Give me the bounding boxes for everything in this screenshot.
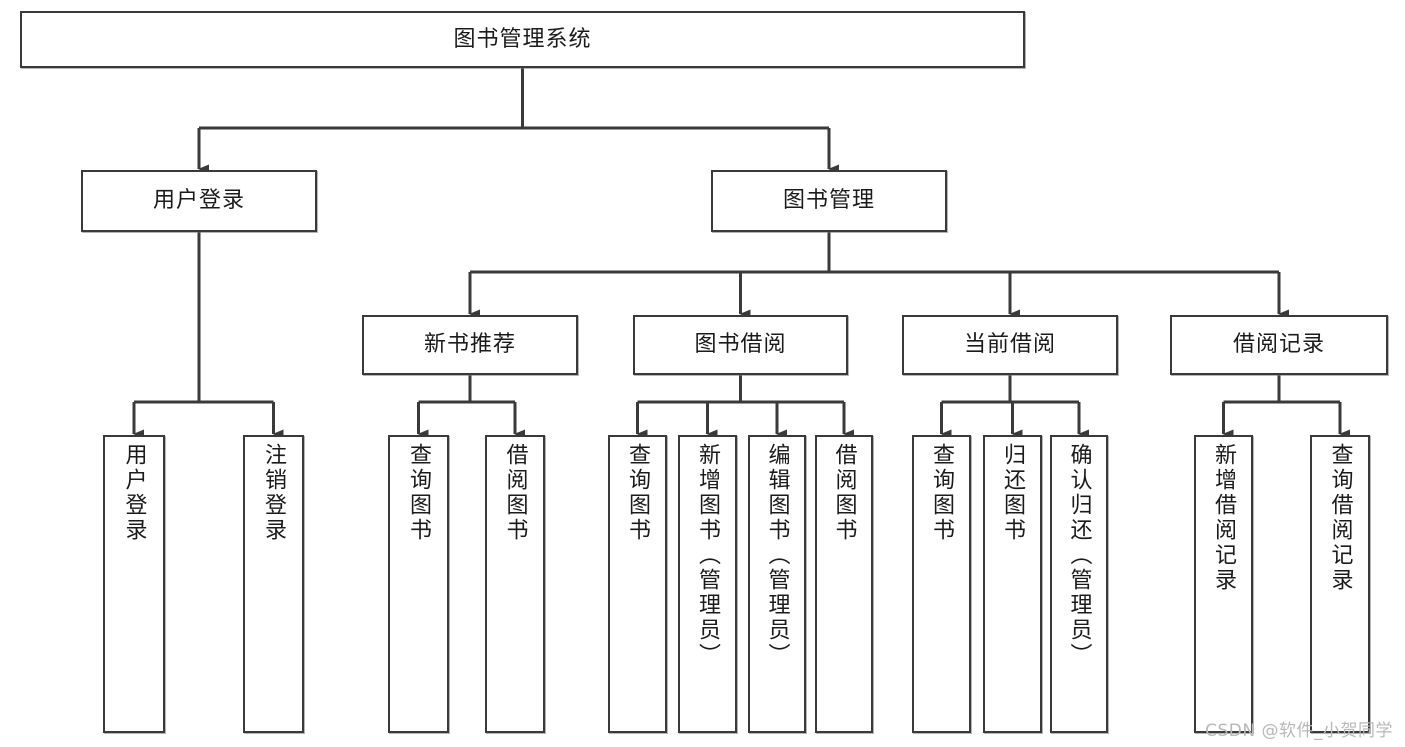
leaf-query-record[interactable]: 查询借阅记录 (1310, 435, 1370, 733)
leaf-borrow-book-2-label: 借阅图书 (831, 443, 857, 543)
node-borrow-record-label: 借阅记录 (1232, 332, 1325, 358)
leaf-query-book-1[interactable]: 查询图书 (388, 435, 449, 733)
node-book-manage-label: 图书管理 (782, 188, 875, 214)
leaf-user-logout-label: 注销登录 (261, 443, 287, 543)
leaf-confirm-return-label: 确认归还（管理员） (1066, 443, 1092, 668)
leaf-user-login[interactable]: 用户登录 (103, 435, 165, 733)
leaf-add-book-label: 新增图书（管理员） (695, 443, 721, 668)
node-user-login[interactable]: 用户登录 (81, 170, 317, 232)
node-book-borrow-label: 图书借阅 (694, 332, 787, 358)
node-current-borrow[interactable]: 当前借阅 (902, 315, 1118, 375)
node-borrow-record[interactable]: 借阅记录 (1170, 315, 1388, 375)
node-new-book-recommend-label: 新书推荐 (423, 332, 516, 358)
node-book-manage[interactable]: 图书管理 (711, 170, 947, 232)
leaf-borrow-book-1-label: 借阅图书 (502, 443, 528, 543)
node-new-book-recommend[interactable]: 新书推荐 (362, 315, 578, 375)
leaf-borrow-book-2[interactable]: 借阅图书 (815, 435, 873, 733)
leaf-query-book-2-label: 查询图书 (625, 443, 651, 543)
leaf-query-book-2[interactable]: 查询图书 (608, 435, 667, 733)
leaf-edit-book[interactable]: 编辑图书（管理员） (748, 435, 806, 733)
node-root[interactable]: 图书管理系统 (20, 11, 1025, 68)
leaf-edit-book-label: 编辑图书（管理员） (764, 443, 790, 668)
leaf-return-book-label: 归还图书 (1000, 443, 1026, 543)
leaf-query-book-3-label: 查询图书 (929, 443, 955, 543)
leaf-user-logout[interactable]: 注销登录 (243, 435, 304, 733)
leaf-borrow-book-1[interactable]: 借阅图书 (485, 435, 545, 733)
leaf-query-book-1-label: 查询图书 (406, 443, 432, 543)
leaf-add-record-label: 新增借阅记录 (1211, 443, 1237, 593)
node-root-label: 图书管理系统 (453, 26, 592, 52)
node-user-login-label: 用户登录 (152, 188, 245, 214)
leaf-user-login-label: 用户登录 (121, 443, 147, 543)
node-current-borrow-label: 当前借阅 (963, 332, 1056, 358)
node-book-borrow[interactable]: 图书借阅 (633, 315, 848, 375)
leaf-add-record[interactable]: 新增借阅记录 (1194, 435, 1253, 733)
leaf-add-book[interactable]: 新增图书（管理员） (678, 435, 737, 733)
leaf-query-record-label: 查询借阅记录 (1327, 443, 1353, 593)
leaf-query-book-3[interactable]: 查询图书 (912, 435, 971, 733)
leaf-return-book[interactable]: 归还图书 (983, 435, 1042, 733)
leaf-confirm-return[interactable]: 确认归还（管理员） (1050, 435, 1108, 733)
